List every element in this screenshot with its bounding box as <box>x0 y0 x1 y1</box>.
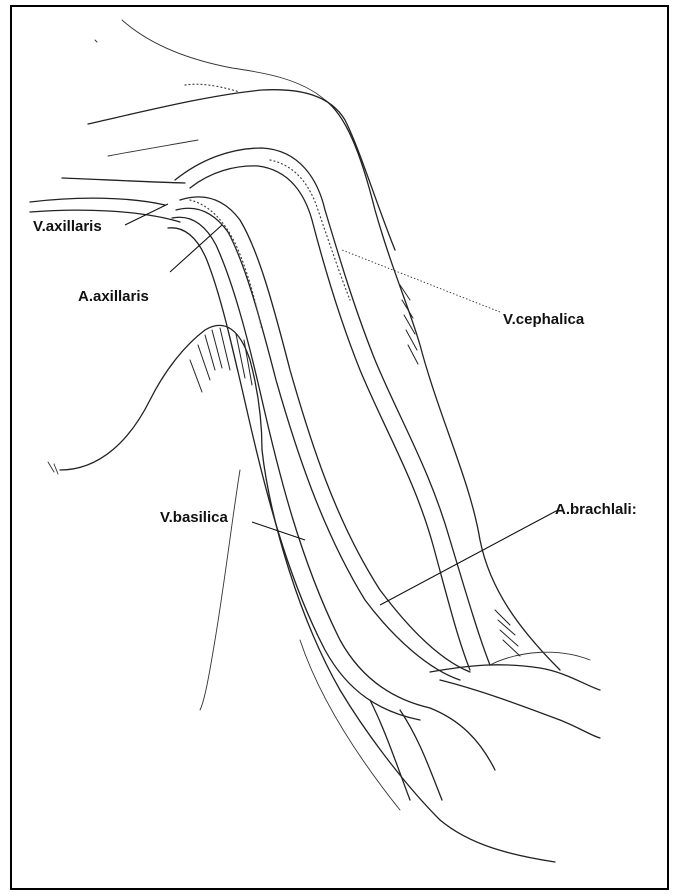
leader-v-axillaris <box>125 204 168 225</box>
brachial-artery-inner <box>176 208 460 680</box>
axilla-tick-mark <box>48 462 58 474</box>
label-v-axillaris: V.axillaris <box>33 219 102 234</box>
outer-arm-hatching <box>400 285 418 364</box>
chest-line-1 <box>30 198 165 205</box>
deltoid-line <box>108 140 198 156</box>
cephalic-vein-inner <box>190 166 470 670</box>
leader-v-cephalica <box>342 250 500 312</box>
lower-mid-contour <box>300 640 400 810</box>
shoulder-dots <box>185 84 240 92</box>
leader-a-brachialis <box>380 510 558 605</box>
forearm-branch-6 <box>490 652 590 665</box>
label-v-cephalica: V.cephalica <box>503 312 584 327</box>
lower-inner-contour <box>200 470 240 710</box>
label-v-basilica: V.basilica <box>160 510 228 525</box>
elbow-hatching <box>495 610 520 656</box>
forearm-branch-4 <box>400 710 442 800</box>
cephalic-dots <box>270 160 350 300</box>
clavicle-line <box>62 178 185 183</box>
shoulder-top-outline <box>88 90 395 250</box>
top-dot <box>95 40 97 42</box>
leader-a-axillaris <box>170 225 222 272</box>
forearm-branch-1 <box>430 665 600 690</box>
label-a-axillaris: A.axillaris <box>78 289 149 304</box>
basilic-vein-inner <box>168 228 420 720</box>
label-a-brachialis: A.brachlali: <box>555 502 637 517</box>
basilic-vein-outer <box>172 217 430 708</box>
basilic-hatch <box>190 200 262 330</box>
forearm-branch-3 <box>430 708 495 770</box>
shoulder-outer-outline <box>325 100 560 670</box>
axilla-hatching <box>190 328 252 392</box>
neck-outline <box>122 20 325 100</box>
